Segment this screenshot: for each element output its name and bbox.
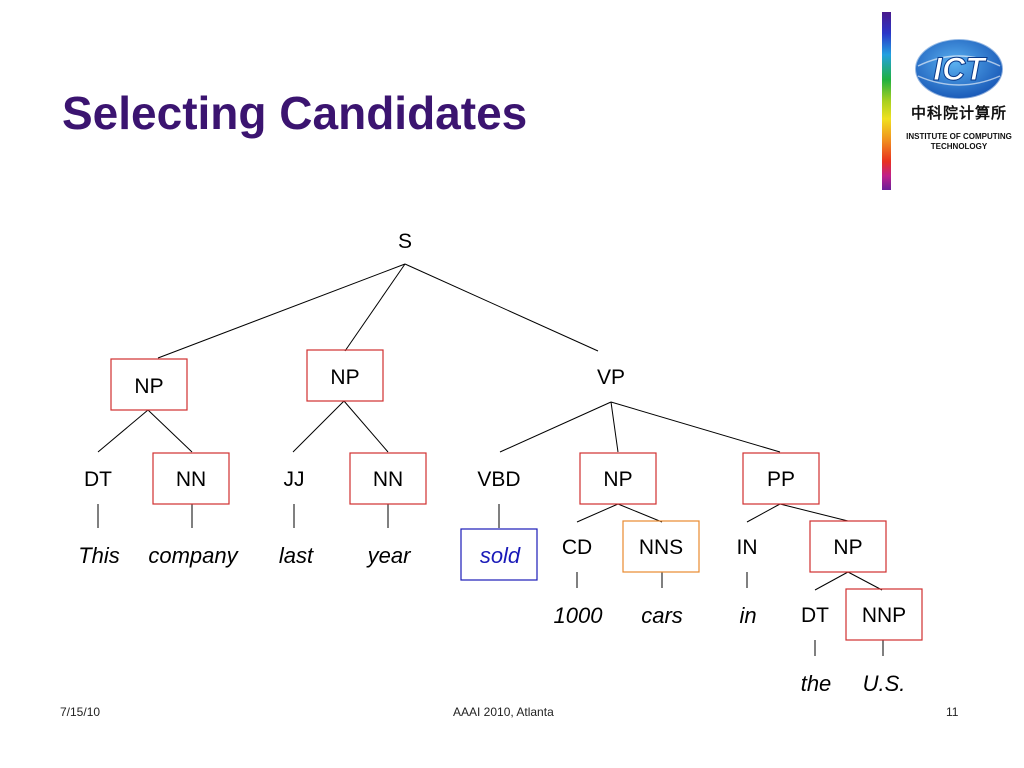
- node-vbd: VBD: [477, 468, 520, 491]
- word-the: the: [801, 671, 832, 696]
- candidate-box-nn2: [349, 452, 427, 505]
- node-jj: JJ: [284, 468, 305, 491]
- edge-s-np1: [157, 263, 406, 359]
- edge-np1-dt: [97, 409, 149, 453]
- node-dt1: DT: [84, 468, 112, 491]
- node-dt2: DT: [801, 604, 829, 627]
- node-np2: NP: [330, 366, 359, 389]
- candidate-box-nnp: [845, 588, 923, 641]
- candidate-boxes: [110, 349, 923, 641]
- word-year: year: [366, 543, 412, 568]
- footer-date: 7/15/10: [60, 705, 101, 719]
- leaf-words: This company last year sold 1000 cars in…: [78, 543, 905, 696]
- word-last: last: [279, 543, 314, 568]
- word-1000: 1000: [554, 603, 604, 628]
- candidate-box-nn1: [152, 452, 230, 505]
- candidate-box-pp: [742, 452, 820, 505]
- node-np3: NP: [603, 468, 632, 491]
- selected-word-box-sold: [460, 528, 538, 581]
- logo-english-line-1: INSTITUTE OF COMPUTING: [906, 132, 1012, 141]
- logo-acronym: ICT: [933, 51, 987, 87]
- word-cars: cars: [641, 603, 683, 628]
- edge-vp-np: [610, 401, 619, 453]
- logo-english-line-2: TECHNOLOGY: [930, 142, 988, 151]
- ict-logo: ICT 中科院计算所 INSTITUTE OF COMPUTING TECHNO…: [900, 36, 1018, 156]
- edge-np-cd: [576, 503, 619, 523]
- node-pp: PP: [767, 468, 795, 491]
- node-in: IN: [737, 536, 758, 559]
- logo-chinese-name: 中科院计算所: [910, 104, 1007, 122]
- edge-s-np2: [344, 263, 406, 352]
- tree-edges: [97, 263, 883, 591]
- edge-np-dt: [814, 571, 849, 591]
- edge-pp-in: [746, 503, 781, 523]
- logo-english-name: INSTITUTE OF COMPUTING TECHNOLOGY: [900, 132, 1018, 152]
- word-sold: sold: [480, 543, 521, 568]
- edge-np2-jj: [292, 400, 345, 453]
- node-np1: NP: [134, 375, 163, 398]
- node-np4: NP: [833, 536, 862, 559]
- node-nn2: NN: [373, 468, 403, 491]
- word-us: U.S.: [863, 671, 906, 696]
- candidate-box-np3: [579, 452, 657, 505]
- candidate-box-np1: [110, 358, 188, 411]
- edge-np-nnp: [847, 571, 883, 591]
- word-company: company: [148, 543, 239, 568]
- node-cd: CD: [562, 536, 592, 559]
- node-vp: VP: [597, 366, 625, 389]
- ict-globe-logo-icon: ICT: [914, 38, 1004, 100]
- node-nn1: NN: [176, 468, 206, 491]
- candidate-box-np2: [306, 349, 384, 402]
- leaf-ticks: [97, 504, 884, 656]
- candidate-box-np4: [809, 520, 887, 573]
- edge-pp-np: [779, 503, 849, 522]
- node-nnp: NNP: [862, 604, 906, 627]
- edge-vp-pp: [610, 401, 781, 453]
- rainbow-divider-bar: [882, 12, 891, 190]
- word-this: This: [78, 543, 120, 568]
- footer-venue: AAAI 2010, Atlanta: [453, 705, 554, 719]
- footer-page-number: 11: [946, 705, 959, 719]
- edge-np2-nn: [343, 400, 389, 453]
- word-in: in: [739, 603, 756, 628]
- edge-np-nns: [617, 503, 663, 523]
- edge-vp-vbd: [499, 401, 612, 453]
- node-nns: NNS: [639, 536, 683, 559]
- node-s: S: [398, 230, 412, 253]
- slide-title: Selecting Candidates: [62, 87, 528, 139]
- highlight-box-nns: [622, 520, 700, 573]
- edge-np1-nn: [147, 409, 193, 453]
- edge-s-vp: [404, 263, 599, 352]
- phrase-labels: S NP NP VP DT NN JJ NN VBD NP PP CD NNS …: [84, 230, 906, 627]
